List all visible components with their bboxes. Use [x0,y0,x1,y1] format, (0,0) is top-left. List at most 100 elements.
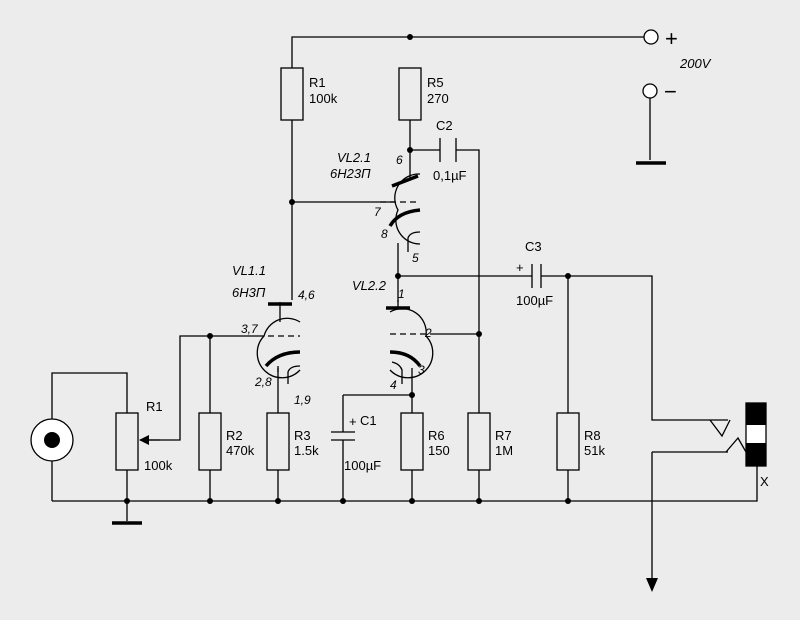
junction-dot [207,498,213,504]
r7-ref: R7 [495,428,512,443]
capacitor-c2: C2 0,1µF [433,118,467,183]
vl2-2-heater-pin: 4 [390,378,397,392]
ground-bus-wire [52,466,758,502]
vl2-1-grid-pin: 7 [374,205,382,219]
r5-value: 270 [427,91,449,106]
vl2-1-heater-pin: 5 [412,251,419,265]
vl2-1-ref: VL2.1 [337,150,371,165]
resistor-body [280,67,304,121]
r2-ref: R2 [226,428,243,443]
tube-heater [287,365,301,384]
vl2-2-ref: VL2.2 [352,278,387,293]
resistor-r7: R7 1M [467,412,513,471]
wires [51,36,758,580]
vl1-1-type: 6Н3П [232,285,266,300]
junction-dot [124,498,130,504]
junction-dot [409,498,415,504]
minus-terminal-icon[interactable] [642,83,658,99]
c1-value: 100µF [344,458,381,473]
power-terminals: + 200V − [642,26,712,104]
vl1-1-anode-pin: 4,6 [298,288,315,302]
minus-sign: − [664,79,677,104]
c3-polarity: + [516,260,524,275]
resistor-body [266,412,290,471]
output-contact-wire [651,451,728,580]
supply-voltage: 200V [679,56,712,71]
r5-ref: R5 [427,75,444,90]
c2-value: 0,1µF [433,168,467,183]
output-arrow-icon [646,578,658,592]
tube-vl2-2: VL2.2 1 2 3 4 [352,278,434,392]
r3-value: 1.5k [294,443,319,458]
supply-rail-wire [291,36,644,68]
vl2-2-anode-pin: 1 [398,287,405,301]
input-jack[interactable] [30,418,74,462]
r4-value: 100k [309,91,338,106]
r8-value: 51k [584,443,605,458]
c2-ref: C2 [436,118,453,133]
tube-cathode [264,350,301,368]
input-jack-center-icon [44,432,60,448]
plus-sign: + [665,26,678,51]
junction-dot [407,147,413,153]
junction-dot [407,34,413,40]
tube-vl1-1: VL1.1 6Н3П 4,6 3,7 2,8 1,9 [232,263,315,407]
resistor-body [198,412,222,471]
resistor-body [556,412,580,471]
capacitor-plates [531,264,542,288]
output-connector: X [709,402,769,489]
connector-label: X [760,474,769,489]
resistor-r8: R8 51k [556,412,605,471]
tube-cathode [389,350,422,368]
plus-terminal-icon[interactable] [643,29,659,45]
r7-value: 1M [495,443,513,458]
capacitor-plates [331,431,355,441]
junction-dot [395,273,401,279]
vl2-2-grid-pin: 2 [424,326,432,340]
resistor-r1: R1 R1 100k [115,399,173,473]
connector-segment [746,443,766,466]
tube-heater [407,231,421,252]
resistor-r2: R2 470k [198,412,255,471]
r4-ref: R1 [309,75,326,90]
vl2-1-cathode-pin: 8 [381,227,388,241]
junctions [124,34,571,504]
c3-value: 100µF [516,293,553,308]
tube-heater [391,361,403,384]
wiper-arrow-icon [139,435,149,445]
junction-dot [476,498,482,504]
r1-value: 100k [144,458,173,473]
c3-ref: C3 [525,239,542,254]
junction-dot [207,333,213,339]
vl1-1-ref: VL1.1 [232,263,266,278]
junction-dot [476,331,482,337]
tube-envelope [389,308,434,379]
capacitor-plates [439,138,457,162]
potentiometer-body [115,412,139,471]
vl2-2-cathode-pin: 3 [418,363,425,377]
c1-top-wire [342,394,412,432]
input-top-wire [51,372,128,420]
capacitor-c1: + C1 100µF [331,413,381,473]
r6-ref: R6 [428,428,445,443]
c2-to-r7-wire [410,149,480,413]
capacitor-c3: + C3 100µF [516,239,553,308]
resistor-body [398,67,422,121]
tube-cathode [388,208,421,227]
tube-envelope [394,173,421,245]
resistor-bottom-wires [126,470,569,521]
junction-dot [565,273,571,279]
vl1-1-heater-pin: 1,9 [294,393,311,407]
resistor-r4: R1 100k [280,67,338,121]
junction-dot [565,498,571,504]
vl2-1-anode-pin: 6 [396,153,403,167]
resistor-body [400,412,424,471]
junction-dot [289,199,295,205]
c3-output-wire [398,275,728,421]
r6-value: 150 [428,443,450,458]
contact-spring-bottom [725,436,747,453]
junction-dot [340,498,346,504]
tube-envelope [256,317,301,379]
vl1-1-cathode-pin: 2,8 [254,375,272,389]
